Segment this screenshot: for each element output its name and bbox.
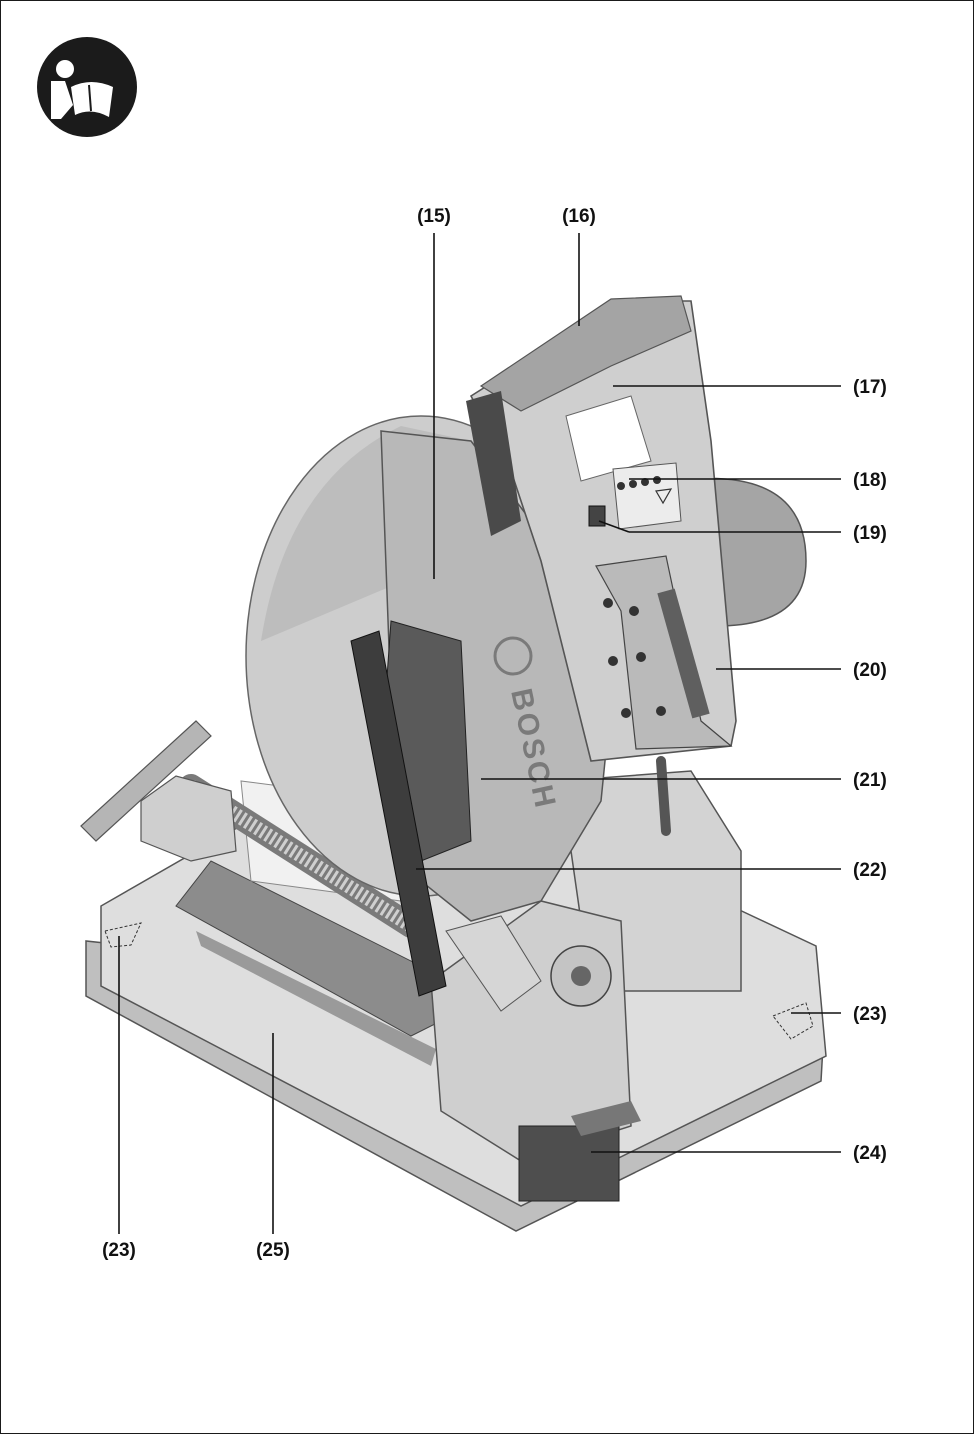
callout-20: (20) <box>853 660 887 681</box>
leader-lines <box>118 233 841 1234</box>
base-foot-left <box>104 922 142 948</box>
callout-15: (15) <box>417 206 451 227</box>
callout-labels: (15) (16) (17) (18) (19) (20) (21) (22) … <box>102 206 887 1261</box>
trigger-grip <box>657 588 710 719</box>
hinge-strap <box>466 391 521 536</box>
callout-18: (18) <box>853 470 887 491</box>
warning-label <box>612 462 682 530</box>
lock-block <box>518 1125 620 1202</box>
callout-21: (21) <box>853 770 887 791</box>
trigger-handle <box>595 555 733 750</box>
callout-25: (25) <box>256 1240 290 1261</box>
vise-handle <box>80 720 212 842</box>
safety-symbols-icon <box>617 476 661 490</box>
laser-warning-icon <box>655 488 673 505</box>
lock-button <box>571 1101 641 1136</box>
pendulum-lever <box>350 630 447 997</box>
callout-23-left: (23) <box>102 1240 136 1261</box>
base-slot <box>196 931 436 1066</box>
callout-17: (17) <box>853 377 887 398</box>
callout-16: (16) <box>562 206 596 227</box>
brand-logo-icon <box>493 636 533 676</box>
handle-opening <box>565 395 652 482</box>
chip-deflector <box>445 915 542 1012</box>
pivot-center <box>571 966 591 986</box>
cut-off-saw: BOSCH <box>80 295 827 1232</box>
callout-23-right: (23) <box>853 1004 887 1025</box>
read-manual-icon <box>37 37 137 137</box>
callout-24: (24) <box>853 1143 887 1164</box>
callout-22: (22) <box>853 860 887 881</box>
leader-19a <box>598 520 630 533</box>
housing-screws <box>603 598 666 718</box>
handle-grip <box>479 295 692 412</box>
callout-19: (19) <box>853 523 887 544</box>
depth-stop <box>656 756 671 836</box>
vise-clamp <box>140 775 237 862</box>
